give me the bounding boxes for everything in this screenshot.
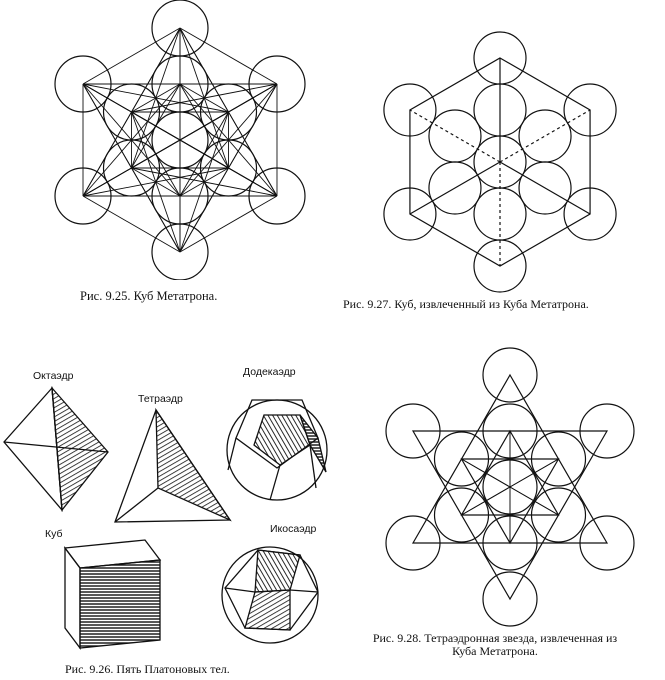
platonic-solids-drawing [3, 386, 328, 650]
caption-fig-9-27: Рис. 9.27. Куб, извлеченный из Куба Мета… [343, 297, 589, 311]
cube-visible-edge [499, 161, 591, 215]
sphere-circle [530, 431, 587, 487]
star-tetrahedron-figure [365, 345, 655, 630]
sphere-circle [482, 571, 538, 627]
octahedron-shape [3, 386, 109, 512]
connecting-line [82, 83, 278, 197]
cube-visible-edge [409, 161, 501, 215]
sphere-circle [248, 167, 306, 225]
label-cube: Куб [45, 528, 63, 540]
sphere-circle [385, 403, 441, 459]
sphere-circle [482, 459, 538, 515]
connecting-line [82, 195, 181, 253]
sphere-circle [199, 139, 258, 197]
star-tetrahedron-drawing [385, 347, 635, 627]
sphere-circle [530, 487, 587, 543]
sphere-circle [563, 83, 617, 137]
sphere-circle [102, 83, 161, 141]
platonic-solids-figure: Октаэдр Тетраэдр Додекаэдр Куб Икосаэдр [0, 360, 345, 660]
sphere-circle [383, 83, 437, 137]
connecting-line [179, 27, 278, 85]
sphere-circle [473, 239, 527, 293]
tetrahedron-shape [114, 407, 232, 523]
dodecahedron-shape [226, 399, 328, 501]
label-tetrahedron: Тетраэдр [138, 393, 183, 405]
label-icosahedron: Икосаэдр [270, 523, 317, 535]
connecting-line [179, 195, 278, 253]
sphere-circle [54, 167, 112, 225]
icosahedron-shape [221, 546, 319, 644]
sphere-circle [482, 403, 538, 459]
caption-fig-9-26: Рис. 9.26. Пять Платоновых тел. [65, 662, 230, 676]
sphere-circle [518, 161, 572, 215]
cube-hidden-edge [499, 109, 591, 163]
sphere-circle [579, 515, 635, 571]
caption-fig-9-28-line1: Рис. 9.28. Тетраэдронная звезда, извлече… [372, 631, 618, 645]
metatrons-cube-drawing [54, 0, 306, 280]
connecting-line [82, 27, 181, 85]
sphere-circle [433, 487, 490, 543]
sphere-circle [385, 515, 441, 571]
sphere-circle [579, 403, 635, 459]
caption-fig-9-28-line2: Куба Метатрона. [452, 644, 538, 658]
label-octahedron: Октаэдр [33, 370, 74, 382]
sphere-circle [482, 515, 538, 571]
sphere-circle [473, 31, 527, 85]
inner-line [461, 458, 559, 516]
sphere-circle [248, 55, 306, 113]
sphere-circle [383, 187, 437, 241]
sphere-circle [473, 187, 527, 241]
sphere-circle [151, 0, 209, 57]
caption-fig-9-25: Рис. 9.25. Куб Метатрона. [80, 289, 218, 303]
cube-shape [63, 539, 162, 650]
sphere-circle [428, 109, 482, 163]
connecting-line [82, 83, 181, 253]
extracted-cube-figure [355, 30, 655, 295]
sphere-circle [151, 223, 209, 280]
metatrons-cube-figure [30, 0, 330, 280]
sphere-circle [563, 187, 617, 241]
sphere-circle [482, 347, 538, 403]
sphere-circle [518, 109, 572, 163]
sphere-circle [433, 431, 490, 487]
sphere-circle [54, 55, 112, 113]
cube-hidden-edge [409, 109, 501, 163]
label-dodecahedron: Додекаэдр [243, 366, 296, 378]
extracted-cube-drawing [383, 31, 617, 293]
caption-fig-9-28: Рис. 9.28. Тетраэдронная звезда, извлече… [345, 632, 645, 658]
